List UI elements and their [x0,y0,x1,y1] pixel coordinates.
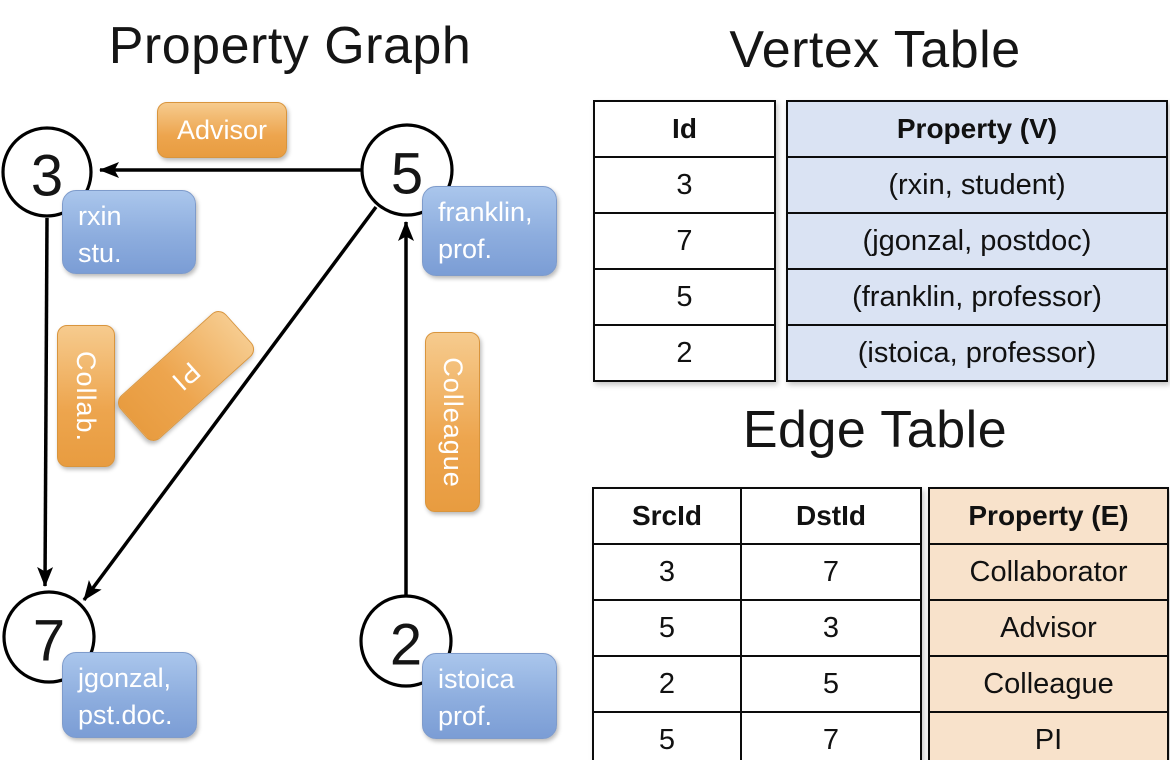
table-row: Property (E) [928,487,1169,545]
table-row: PI [928,711,1169,760]
table-row: (franklin, professor) [786,268,1168,326]
vertex-row-id: 7 [593,212,776,270]
edge-row-dst: 5 [740,655,922,713]
table-row: Id [593,100,776,158]
vertex-property-7-line2: pst.doc. [78,700,173,730]
edge-table-property-header: Property (E) [928,487,1169,545]
table-row: (istoica, professor) [786,324,1168,382]
edge-row-property: Colleague [928,655,1169,713]
property-graph-title: Property Graph [108,17,472,75]
edge-row-src: 5 [592,599,742,657]
edge-row-src: 5 [592,711,742,760]
edge-row-src: 2 [592,655,742,713]
table-row: 5 3 [592,599,922,657]
edge-row-dst: 7 [740,543,922,601]
vertex-property-2-line1: istoica [438,664,515,694]
edge-table-title: Edge Table [742,401,1008,459]
table-row: (rxin, student) [786,156,1168,214]
edge-label-advisor: Advisor [157,102,287,158]
table-row: SrcId DstId [592,487,922,545]
edge-table-id-columns: SrcId DstId 3 7 5 3 2 5 5 7 [592,487,922,760]
table-row: 2 [593,324,776,382]
vertex-table-property-column: Property (V) (rxin, student) (jgonzal, p… [786,100,1168,382]
vertex-table-id-column: Id 3 7 5 2 [593,100,776,382]
vertex-id-2: 2 [390,613,422,678]
edge-label-colleague-text: Colleague [438,356,468,488]
vertex-property-3-line1: rxin [78,201,122,231]
vertex-table-id-header: Id [593,100,776,158]
table-row: 5 7 [592,711,922,760]
vertex-id-7: 7 [33,609,65,674]
table-row: Collaborator [928,543,1169,601]
edge-row-property: Collaborator [928,543,1169,601]
vertex-property-5-line1: franklin, [438,197,533,227]
edge-line-3-to-7 [37,217,54,587]
vertex-property-box-3: rxin stu. [62,190,196,274]
vertex-row-property: (istoica, professor) [786,324,1168,382]
edge-table-dstid-header: DstId [740,487,922,545]
vertex-table-title: Vertex Table [729,21,1021,79]
vertex-row-property: (rxin, student) [786,156,1168,214]
edge-table-property-column: Property (E) Collaborator Advisor Collea… [928,487,1169,760]
edge-row-dst: 3 [740,599,922,657]
table-row: 7 [593,212,776,270]
table-row: Advisor [928,599,1169,657]
edge-table-srcid-header: SrcId [592,487,742,545]
edge-row-property: Advisor [928,599,1169,657]
table-row: 5 [593,268,776,326]
table-row: Colleague [928,655,1169,713]
vertex-table-property-header: Property (V) [786,100,1168,158]
table-row: (jgonzal, postdoc) [786,212,1168,270]
edge-row-src: 3 [592,543,742,601]
vertex-property-2-line2: prof. [438,701,493,731]
vertex-property-box-7: jgonzal, pst.doc. [62,652,197,738]
vertex-property-5-line2: prof. [438,234,493,264]
edge-row-property: PI [928,711,1169,760]
table-row: 2 5 [592,655,922,713]
vertex-id-5: 5 [391,142,423,207]
table-row: Property (V) [786,100,1168,158]
vertex-row-id: 5 [593,268,776,326]
table-row: 3 [593,156,776,214]
vertex-id-3: 3 [31,144,63,209]
vertex-row-id: 2 [593,324,776,382]
edge-label-pi-text: PI [166,356,207,397]
vertex-property-box-2: istoica prof. [422,653,557,739]
vertex-property-3-line2: stu. [78,238,122,268]
edge-row-dst: 7 [740,711,922,760]
edge-label-collab: Collab. [57,325,115,467]
edge-label-advisor-text: Advisor [176,114,268,145]
vertex-property-box-5: franklin, prof. [422,186,557,276]
vertex-property-7-line1: jgonzal, [78,663,172,693]
edge-label-colleague: Colleague [425,332,480,512]
vertex-row-id: 3 [593,156,776,214]
edge-label-collab-text: Collab. [71,350,102,442]
vertex-row-property: (franklin, professor) [786,268,1168,326]
vertex-row-property: (jgonzal, postdoc) [786,212,1168,270]
edge-line-5-to-7 [82,205,378,602]
table-row: 3 7 [592,543,922,601]
